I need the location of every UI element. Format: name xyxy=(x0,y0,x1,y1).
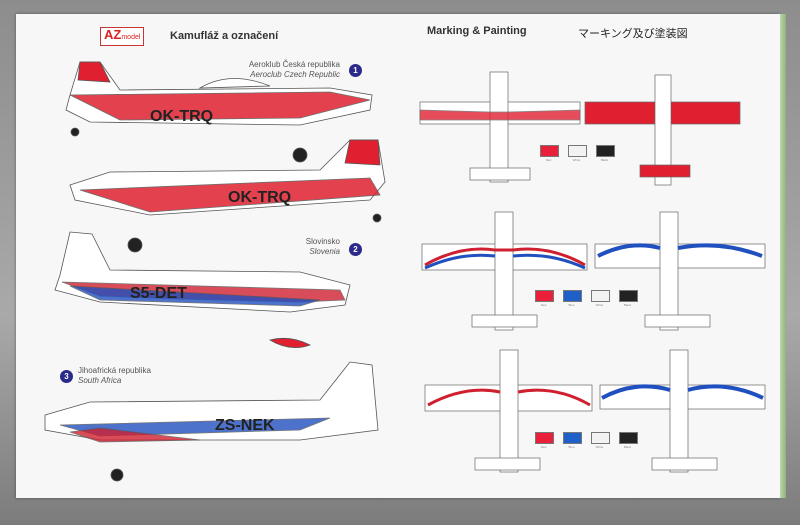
bottom-view-3 xyxy=(599,349,766,473)
title-english: Marking & Painting xyxy=(427,25,527,37)
swatch-label: Red xyxy=(545,158,552,162)
swatch-black xyxy=(596,145,615,157)
scheme-3-number: 3 xyxy=(60,370,73,383)
swatch-label: White xyxy=(595,445,604,449)
scheme-1-number: 1 xyxy=(349,64,362,77)
bottom-view-2 xyxy=(594,211,766,331)
registration-1a: OK-TRQ xyxy=(150,108,213,125)
swatch-label: Red xyxy=(540,445,547,449)
swatch-white xyxy=(591,290,610,302)
swatch-blue xyxy=(563,290,582,302)
box-edge xyxy=(780,14,786,498)
swatch-label: Blue xyxy=(568,445,575,449)
swatch-label: Black xyxy=(623,303,632,307)
swatch-label: Black xyxy=(623,445,632,449)
swatch-black xyxy=(619,290,638,302)
swatch-black xyxy=(619,432,638,444)
top-view-3 xyxy=(424,349,593,473)
swatch-label: Blue xyxy=(568,303,575,307)
az-model-logo: AZmodel xyxy=(100,27,145,46)
top-view-2 xyxy=(421,211,588,331)
side-view-ok-trq-2 xyxy=(69,139,386,253)
swatch-red xyxy=(535,432,554,444)
registration-3: ZS-NEK xyxy=(215,417,275,434)
title-japanese: マーキング及び塗装図 xyxy=(578,28,688,40)
title-czech: Kamufláž a označení xyxy=(170,30,279,42)
swatch-label: White xyxy=(572,158,581,162)
top-view-1 xyxy=(419,71,581,183)
swatch-blue xyxy=(563,432,582,444)
swatch-red xyxy=(540,145,559,157)
scheme-2-number: 2 xyxy=(349,243,362,256)
side-view-s5-det xyxy=(54,231,351,348)
registration-2: S5-DET xyxy=(130,285,187,302)
swatch-red xyxy=(535,290,554,302)
side-view-zs-nek xyxy=(44,361,379,482)
swatch-white xyxy=(568,145,587,157)
registration-1b: OK-TRQ xyxy=(228,189,291,206)
side-view-ok-trq-1 xyxy=(65,61,373,163)
swatch-white xyxy=(591,432,610,444)
swatch-label: White xyxy=(595,303,604,307)
swatch-label: Black xyxy=(600,158,609,162)
bottom-view-1 xyxy=(584,74,741,186)
plan-views xyxy=(419,71,766,473)
swatch-label: Red xyxy=(540,303,547,307)
